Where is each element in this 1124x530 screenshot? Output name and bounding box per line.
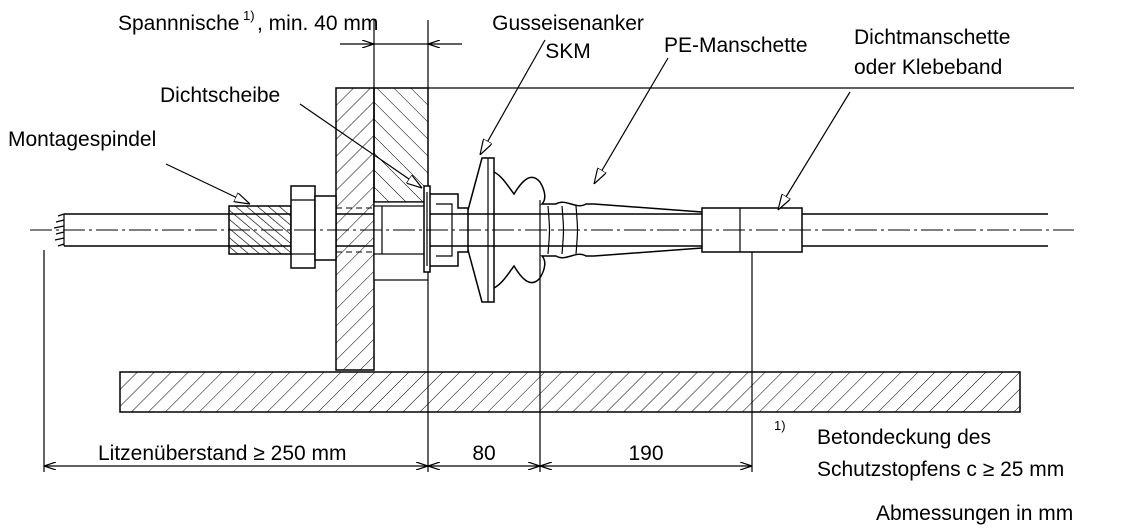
label-gusseisenanker: Gusseisenanker (492, 12, 644, 35)
extension-lines (43, 20, 753, 472)
label-spannnische-note-mark: 1) (243, 8, 255, 23)
labels: Spannnische 1) , min. 40 mm Gusseisenank… (8, 8, 1073, 525)
label-montagespindel: Montagespindel (8, 128, 156, 151)
label-dichtmanschette: Dichtmanschette (854, 26, 1010, 49)
label-pe-manschette: PE-Manschette (664, 34, 808, 57)
label-spannnische: Spannnische (118, 12, 239, 35)
leader-lines (165, 39, 851, 210)
footnote-line1: Betondeckung des (817, 426, 991, 449)
foundation-slab (119, 371, 1021, 413)
mounting-spindle (228, 185, 337, 269)
units-note: Abmessungen in mm (876, 502, 1073, 525)
dimension-lines (44, 44, 752, 466)
strand (53, 213, 1048, 247)
dim-190: 190 (628, 442, 663, 465)
footnote-line2: Schutzstopfens c ≥ 25 mm (817, 458, 1064, 481)
dim-litzenueberstand: Litzenüberstand ≥ 250 mm (98, 442, 347, 465)
label-dichtscheibe: Dichtscheibe (160, 84, 280, 107)
dim-80: 80 (472, 442, 495, 465)
label-gusseisenanker-skm: SKM (545, 40, 591, 63)
label-spannnische-min: , min. 40 mm (257, 12, 378, 35)
footnote-mark: 1) (774, 418, 786, 433)
sealing-washer (423, 185, 431, 273)
label-oder-klebeband: oder Klebeband (854, 56, 1002, 79)
